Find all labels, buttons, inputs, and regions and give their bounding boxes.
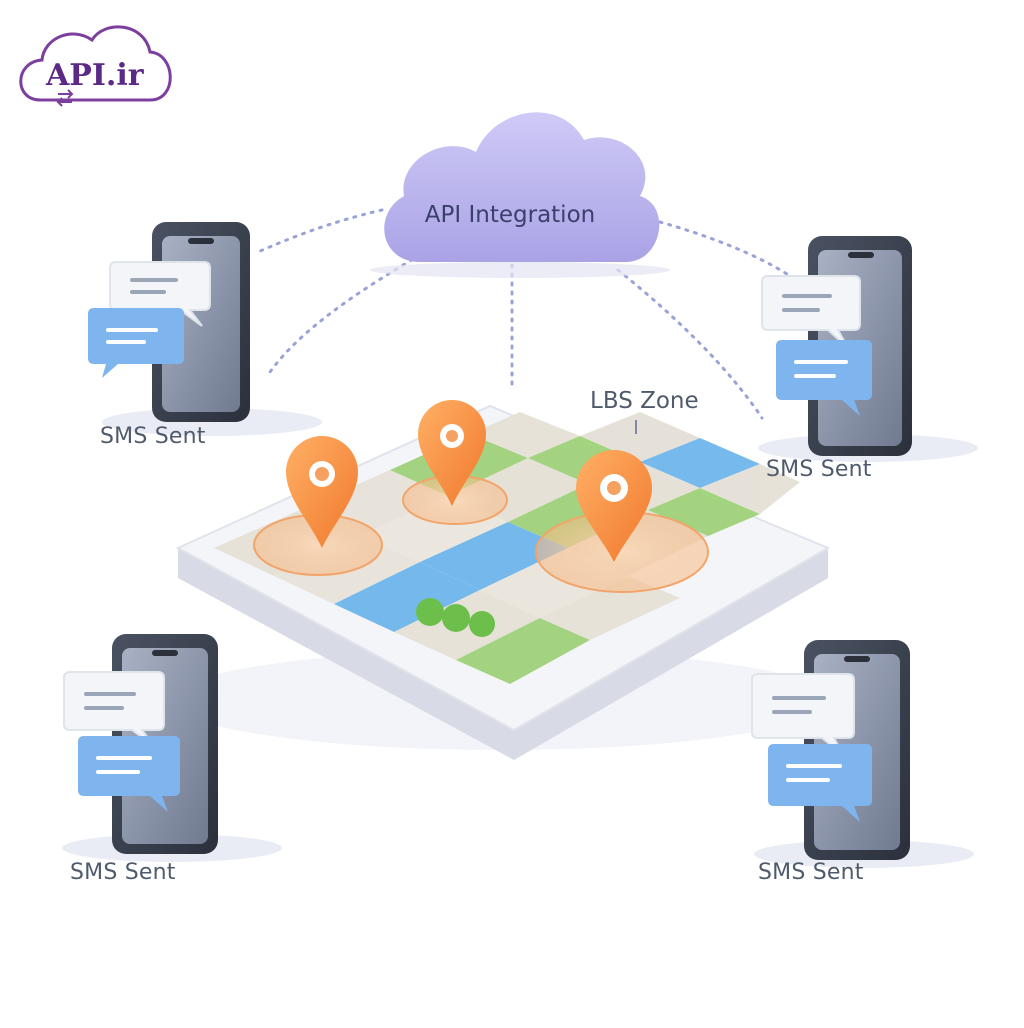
api-cloud: API Integration: [370, 112, 670, 278]
zone-label: LBS Zone: [590, 388, 699, 414]
connector-right-map: [616, 268, 764, 420]
phone-top-right: [758, 236, 978, 462]
phone-caption-top-right: SMS Sent: [766, 457, 872, 482]
connector-top-left-map: [268, 253, 422, 374]
pin-icon: [418, 400, 486, 506]
message-bubble-icon: [88, 308, 184, 378]
phone-top-left: [88, 222, 322, 436]
phone-bottom-right: [751, 640, 974, 868]
phone-caption-bottom-right: SMS Sent: [758, 860, 864, 885]
message-bubble-icon: [761, 275, 861, 349]
pin-icon: [576, 450, 652, 562]
phone-caption-bottom-left: SMS Sent: [70, 860, 176, 885]
arrows-icon: [56, 89, 74, 107]
cloud-label: API Integration: [425, 202, 595, 228]
phone-bottom-left: [62, 634, 282, 862]
phone-caption-top-left: SMS Sent: [100, 424, 206, 449]
connectors: [256, 208, 792, 420]
message-bubble-icon: [776, 340, 872, 416]
message-bubble-icon: [768, 744, 872, 822]
map-board: [170, 404, 831, 760]
pin-icon: [286, 436, 358, 548]
connector-top-left: [256, 208, 384, 254]
cloud-icon: [19, 25, 172, 102]
map-pins: [253, 400, 709, 593]
connector-top-right: [658, 220, 792, 278]
message-bubble-icon: [78, 736, 180, 812]
logo: API.ir: [19, 25, 172, 107]
logo-text: API.ir: [45, 58, 145, 93]
